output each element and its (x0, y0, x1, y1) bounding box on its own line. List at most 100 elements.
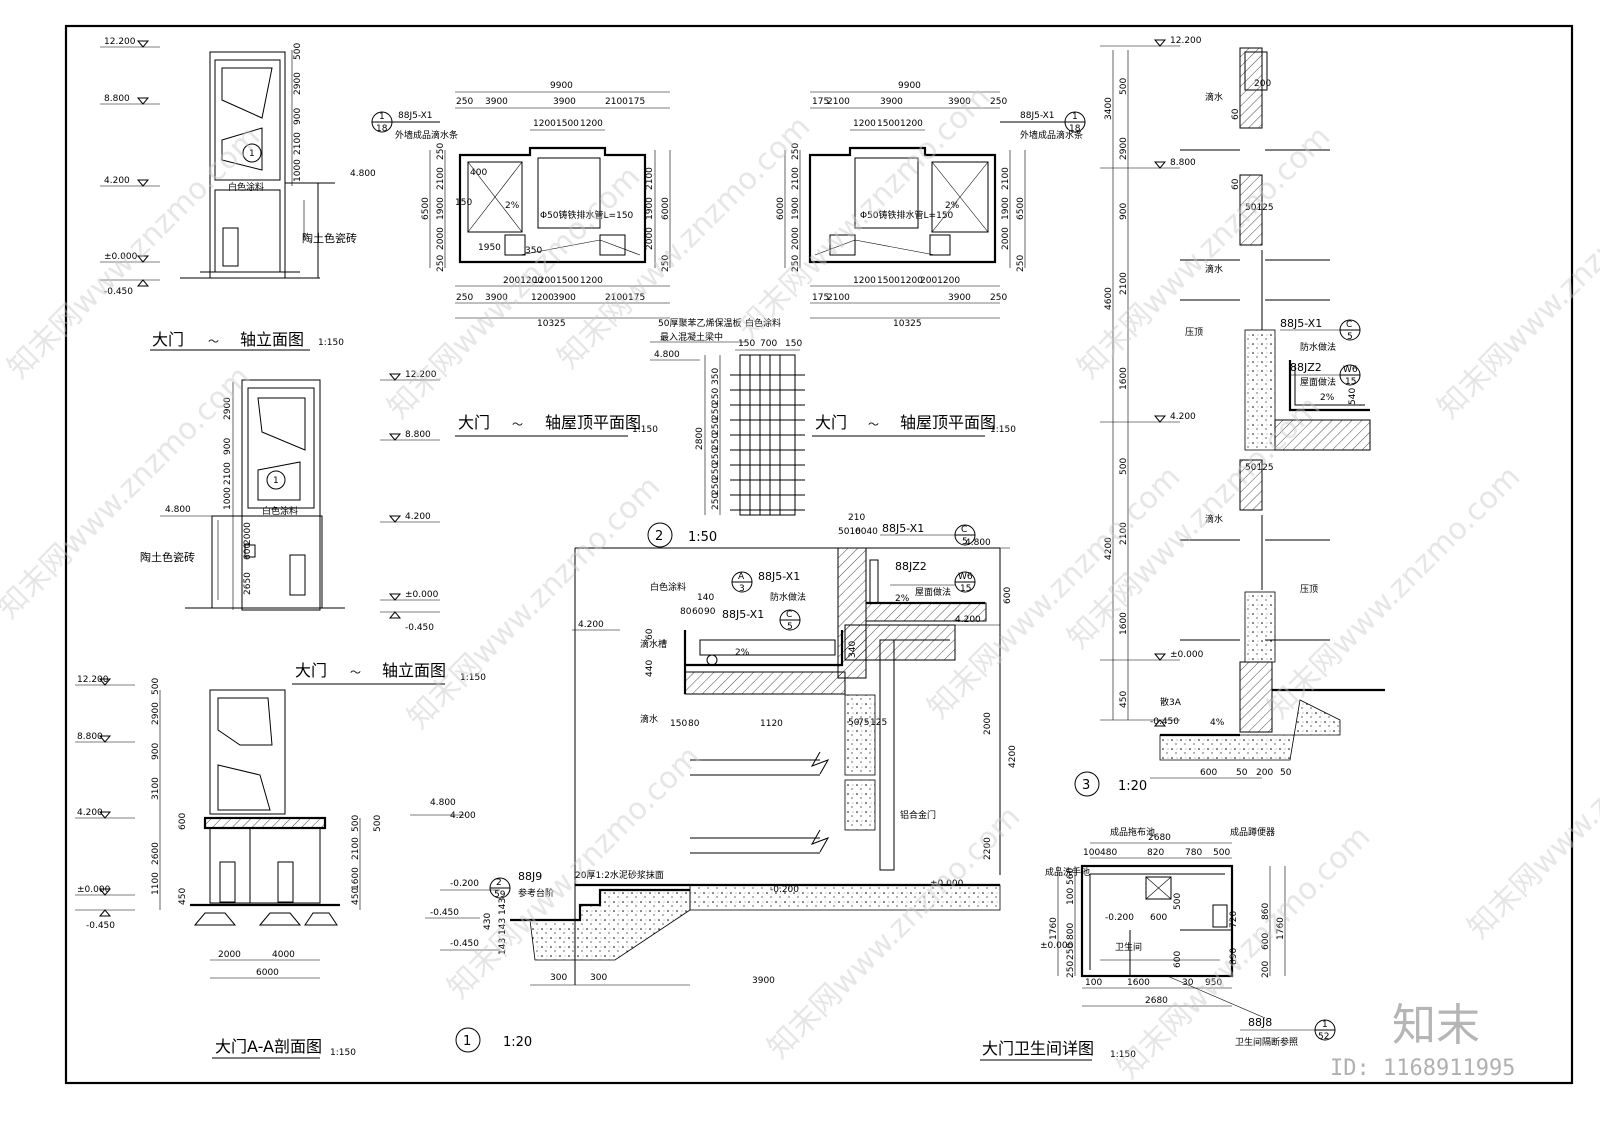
svg-text:450: 450 (1119, 691, 1129, 708)
svg-text:900: 900 (151, 743, 161, 760)
svg-text:压顶: 压顶 (1300, 584, 1318, 595)
svg-text:890: 890 (1229, 948, 1239, 965)
svg-text:50: 50 (1280, 768, 1292, 778)
level-label: 12.200 (104, 37, 136, 47)
svg-text:3900: 3900 (553, 97, 576, 107)
svg-text:W6: W6 (958, 572, 973, 582)
svg-text:1:150: 1:150 (632, 425, 658, 435)
svg-text:250: 250 (661, 255, 671, 272)
svg-text:2680: 2680 (1148, 833, 1171, 843)
svg-text:6000: 6000 (776, 197, 786, 220)
svg-text:1000: 1000 (223, 487, 233, 510)
svg-text:600: 600 (1173, 951, 1183, 968)
svg-text:950: 950 (1205, 978, 1222, 988)
svg-text:2100: 2100 (827, 293, 850, 303)
svg-text:200: 200 (1256, 768, 1273, 778)
svg-text:2000: 2000 (1001, 227, 1011, 250)
svg-text:C: C (1346, 320, 1352, 330)
svg-text:250: 250 (711, 448, 721, 465)
svg-text:600: 600 (243, 543, 253, 560)
svg-text:175: 175 (812, 293, 829, 303)
svg-text:2000: 2000 (645, 227, 655, 250)
svg-text:15: 15 (1345, 377, 1356, 387)
svg-text:780: 780 (1185, 848, 1202, 858)
svg-text:75: 75 (858, 718, 869, 728)
svg-text:1200: 1200 (900, 276, 923, 286)
svg-text:900: 900 (1119, 203, 1129, 220)
svg-text:820: 820 (1147, 848, 1164, 858)
svg-text:大门: 大门 (295, 661, 327, 680)
svg-text:1: 1 (379, 112, 385, 122)
svg-text:参考台阶: 参考台阶 (518, 887, 554, 899)
svg-text:88JZ2: 88JZ2 (1290, 361, 1322, 374)
svg-text:300: 300 (550, 973, 567, 983)
svg-text:4%: 4% (1210, 718, 1225, 728)
svg-text:175: 175 (628, 97, 645, 107)
svg-text:2000: 2000 (791, 227, 801, 250)
svg-text:600: 600 (1261, 933, 1271, 950)
svg-text:80: 80 (680, 607, 692, 617)
svg-text:大门A-A剖面图: 大门A-A剖面图 (215, 1037, 322, 1056)
svg-text:1600: 1600 (1127, 978, 1150, 988)
svg-text:±0.000: ±0.000 (1170, 650, 1204, 660)
svg-text:散3A: 散3A (1160, 696, 1182, 708)
svg-text:2100: 2100 (827, 97, 850, 107)
svg-text:250: 250 (711, 463, 721, 480)
svg-text:88J8: 88J8 (1248, 1016, 1272, 1029)
svg-text:白色涂料: 白色涂料 (650, 581, 686, 593)
svg-text:大门: 大门 (815, 413, 847, 432)
svg-text:600: 600 (1150, 913, 1167, 923)
svg-text:-0.450: -0.450 (1150, 717, 1179, 727)
svg-text:1500: 1500 (877, 119, 900, 129)
svg-text:1200: 1200 (580, 276, 603, 286)
svg-text:1200: 1200 (580, 119, 603, 129)
svg-text:175: 175 (812, 97, 829, 107)
svg-text:2680: 2680 (1145, 996, 1168, 1006)
svg-text:700: 700 (760, 339, 777, 349)
logo: 知末 (1392, 1000, 1480, 1051)
svg-text:3400: 3400 (1104, 97, 1114, 120)
svg-text:3900: 3900 (553, 293, 576, 303)
svg-text:250: 250 (456, 97, 473, 107)
svg-text:2900: 2900 (293, 72, 303, 95)
svg-text:2800: 2800 (695, 427, 705, 450)
svg-text:5: 5 (1347, 332, 1353, 342)
svg-text:压顶: 压顶 (1185, 327, 1203, 338)
svg-text:W6: W6 (1343, 365, 1358, 375)
svg-text:250: 250 (990, 97, 1007, 107)
svg-text:60: 60 (645, 628, 655, 640)
svg-text:Φ50铸铁排水管L=150: Φ50铸铁排水管L=150 (860, 209, 954, 221)
svg-text:8.800: 8.800 (405, 430, 431, 440)
svg-text:1200: 1200 (533, 276, 556, 286)
svg-text:250: 250 (711, 388, 721, 405)
svg-text:60: 60 (1231, 108, 1241, 120)
svg-text:1900: 1900 (645, 197, 655, 220)
svg-text:滴水: 滴水 (1205, 513, 1223, 525)
svg-text:2100: 2100 (1119, 272, 1129, 295)
svg-text:250: 250 (436, 255, 446, 272)
svg-text:最入混凝土梁中: 最入混凝土梁中 (660, 331, 723, 343)
svg-text:2100: 2100 (436, 167, 446, 190)
svg-text:2000: 2000 (218, 950, 241, 960)
svg-text:18: 18 (376, 124, 388, 134)
svg-text:59: 59 (494, 890, 506, 900)
svg-text:15: 15 (960, 584, 971, 594)
svg-text:88J5-X1: 88J5-X1 (758, 570, 800, 583)
svg-text:2: 2 (496, 878, 502, 888)
svg-text:3900: 3900 (880, 97, 903, 107)
svg-text:1:150: 1:150 (990, 425, 1016, 435)
detail-2: 50厚聚苯乙烯保温板 白色涂料 最入混凝土梁中 4.800 150 700 15… (647, 317, 805, 548)
svg-text:540: 540 (1348, 388, 1358, 405)
svg-text:-0.200: -0.200 (450, 879, 479, 889)
svg-text:4.800: 4.800 (965, 538, 991, 548)
svg-text:1:150: 1:150 (330, 1048, 356, 1058)
svg-text:250: 250 (990, 293, 1007, 303)
svg-text:2100: 2100 (351, 837, 361, 860)
svg-text:1900: 1900 (436, 197, 446, 220)
svg-text:3900: 3900 (752, 976, 775, 986)
svg-text:150: 150 (455, 198, 472, 208)
svg-text:-0.200: -0.200 (770, 885, 799, 895)
level-label: 4.200 (104, 176, 130, 186)
svg-text:150: 150 (670, 719, 687, 729)
